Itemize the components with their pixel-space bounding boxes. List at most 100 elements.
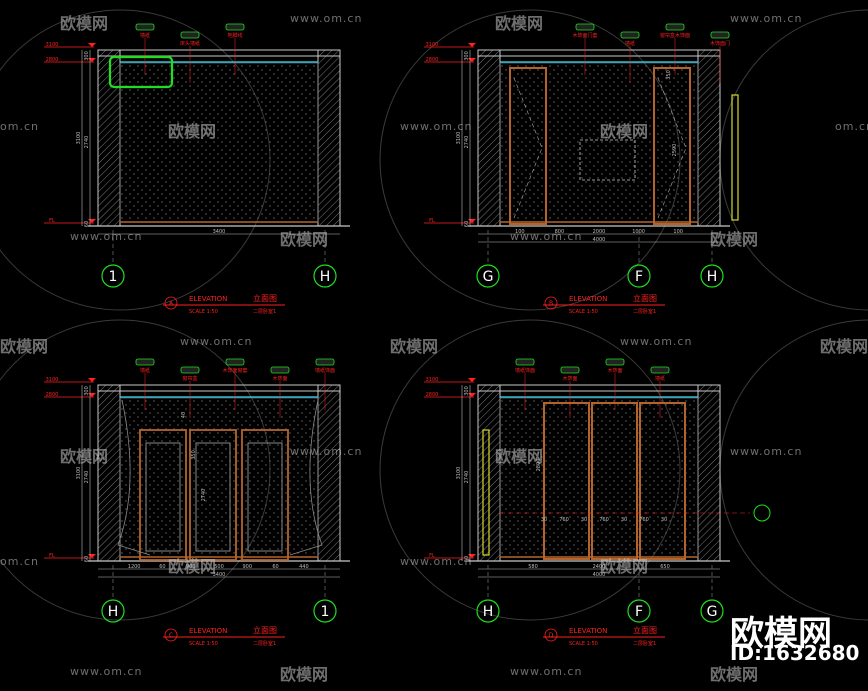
- window-sash-0: [145, 442, 181, 552]
- axis-label-0: G: [483, 269, 494, 285]
- dim-left-0: 300: [84, 386, 90, 396]
- ceiling-slab: [97, 384, 341, 392]
- callout-text-2: 木饰面窗套: [222, 367, 247, 374]
- callout-tag-4: [315, 358, 335, 366]
- level-ceiling-label: 2800: [46, 392, 59, 398]
- callout-text-2: 窗帘盒木饰面: [660, 32, 690, 39]
- dim-left-0: 300: [464, 51, 470, 61]
- dim-row-2: 30: [581, 517, 587, 523]
- callout-text-1: 窗帘盒: [182, 375, 197, 382]
- callout-tag-0: [575, 23, 595, 31]
- axis-bubble-0: [101, 599, 125, 623]
- watermark-url: www.om.cn: [620, 335, 693, 348]
- ceiling-slab: [97, 49, 341, 57]
- dim-left-2: 2740: [84, 136, 90, 149]
- dim-inner-1: 350: [191, 450, 197, 460]
- axis-label-1: F: [635, 269, 643, 285]
- dim-bottom-4: 100: [673, 229, 683, 235]
- callout-tag-3: [710, 31, 730, 39]
- title-scale: SCALE 1:50: [189, 641, 218, 647]
- callout-tag-2: [225, 23, 245, 31]
- callout-text-3: 墙纸: [655, 375, 665, 382]
- curtain-left: [117, 399, 151, 556]
- level-top-label: 3100: [426, 42, 439, 48]
- wall-panel-1: [591, 402, 638, 560]
- level-top-marker: [468, 378, 476, 382]
- level-top-marker: [88, 378, 96, 382]
- dim-bottom-5: 60: [272, 564, 278, 570]
- watermark-logo: 欧模网: [495, 14, 544, 33]
- watermark-url: om.cn: [0, 120, 39, 133]
- callout-text-1: 床头墙纸: [180, 40, 200, 47]
- callout-text-1: 墙纸: [625, 40, 635, 47]
- callout-text-0: 墙纸: [140, 32, 150, 39]
- window-section: [482, 429, 490, 556]
- window-sash-2: [247, 442, 283, 552]
- title-sub: 二层卧室1: [253, 640, 276, 647]
- axis-bubble-2: [700, 599, 724, 623]
- wallpaper-field: [119, 397, 319, 558]
- title-cn: 立面图: [633, 625, 657, 635]
- watermark-logo: 欧模网: [600, 122, 649, 141]
- selection-highlight: [108, 55, 174, 89]
- title-letter: A: [169, 300, 174, 307]
- axis-label-0: H: [108, 604, 119, 620]
- watermark-url: www.om.cn: [400, 120, 473, 133]
- ceiling-slab: [477, 384, 721, 392]
- axis-bubble-0: [101, 264, 125, 288]
- title-en: ELEVATION: [189, 295, 227, 303]
- axis-label-1: H: [320, 269, 331, 285]
- level-top-label: 3100: [426, 377, 439, 383]
- wall-panel-0: [543, 402, 590, 560]
- axis-label-0: H: [483, 604, 494, 620]
- dim-left-3: 60: [84, 221, 90, 227]
- window-section: [731, 94, 739, 221]
- watermark-url: www.om.cn: [730, 12, 803, 25]
- left-wall: [97, 384, 121, 562]
- callout-text-0: 墙纸饰面: [515, 367, 535, 374]
- watermark-url: om.cn: [0, 555, 39, 568]
- dim-bottom-0: 580: [528, 564, 538, 570]
- left-wall: [477, 49, 501, 227]
- watermark-url: www.om.cn: [70, 230, 143, 243]
- brand-name: 欧模网: [730, 614, 832, 654]
- axis-bubble-1: [313, 599, 337, 623]
- callout-tag-2: [665, 23, 685, 31]
- dim-left-2: 2740: [464, 471, 470, 484]
- callout-text-2: 木饰面: [607, 367, 622, 374]
- level-floor-label: FL: [49, 218, 55, 224]
- dim-inner-0: 2800: [536, 459, 542, 472]
- dim-total: 4000: [593, 237, 606, 243]
- dim-bottom-2: 650: [660, 564, 670, 570]
- watermark-logo: 欧模网: [60, 447, 109, 466]
- callout-tag-1: [180, 31, 200, 39]
- level-floor-label: FL: [429, 218, 435, 224]
- right-wall: [317, 384, 341, 562]
- callout-tag-3: [650, 366, 670, 374]
- axis-bubble-1: [627, 599, 651, 623]
- callout-tag-1: [560, 366, 580, 374]
- dim-inner-2: 2740: [201, 489, 207, 502]
- window-sash-1: [195, 442, 231, 552]
- door-1: [653, 67, 691, 225]
- callout-tag-2: [605, 358, 625, 366]
- callout-tag-1: [180, 366, 200, 374]
- right-wall: [697, 49, 721, 227]
- axis-bubble-0: [476, 264, 500, 288]
- dim-right-1: 2590: [672, 144, 678, 157]
- title-sub: 二层卧室1: [253, 308, 276, 315]
- dim-bottom-2: 900: [186, 564, 196, 570]
- level-floor-label: FL: [429, 553, 435, 559]
- dim-bottom-1: 60: [159, 564, 165, 570]
- title-bubble: [544, 628, 558, 642]
- wallpaper-field: [119, 62, 319, 223]
- dim-bottom-3: 500: [214, 564, 224, 570]
- watermark-url: www.om.cn: [70, 665, 143, 678]
- wallpaper-field: [499, 62, 699, 223]
- title-letter: D: [549, 632, 554, 639]
- curtain-right: [289, 399, 323, 556]
- title-cn: 立面图: [633, 293, 657, 303]
